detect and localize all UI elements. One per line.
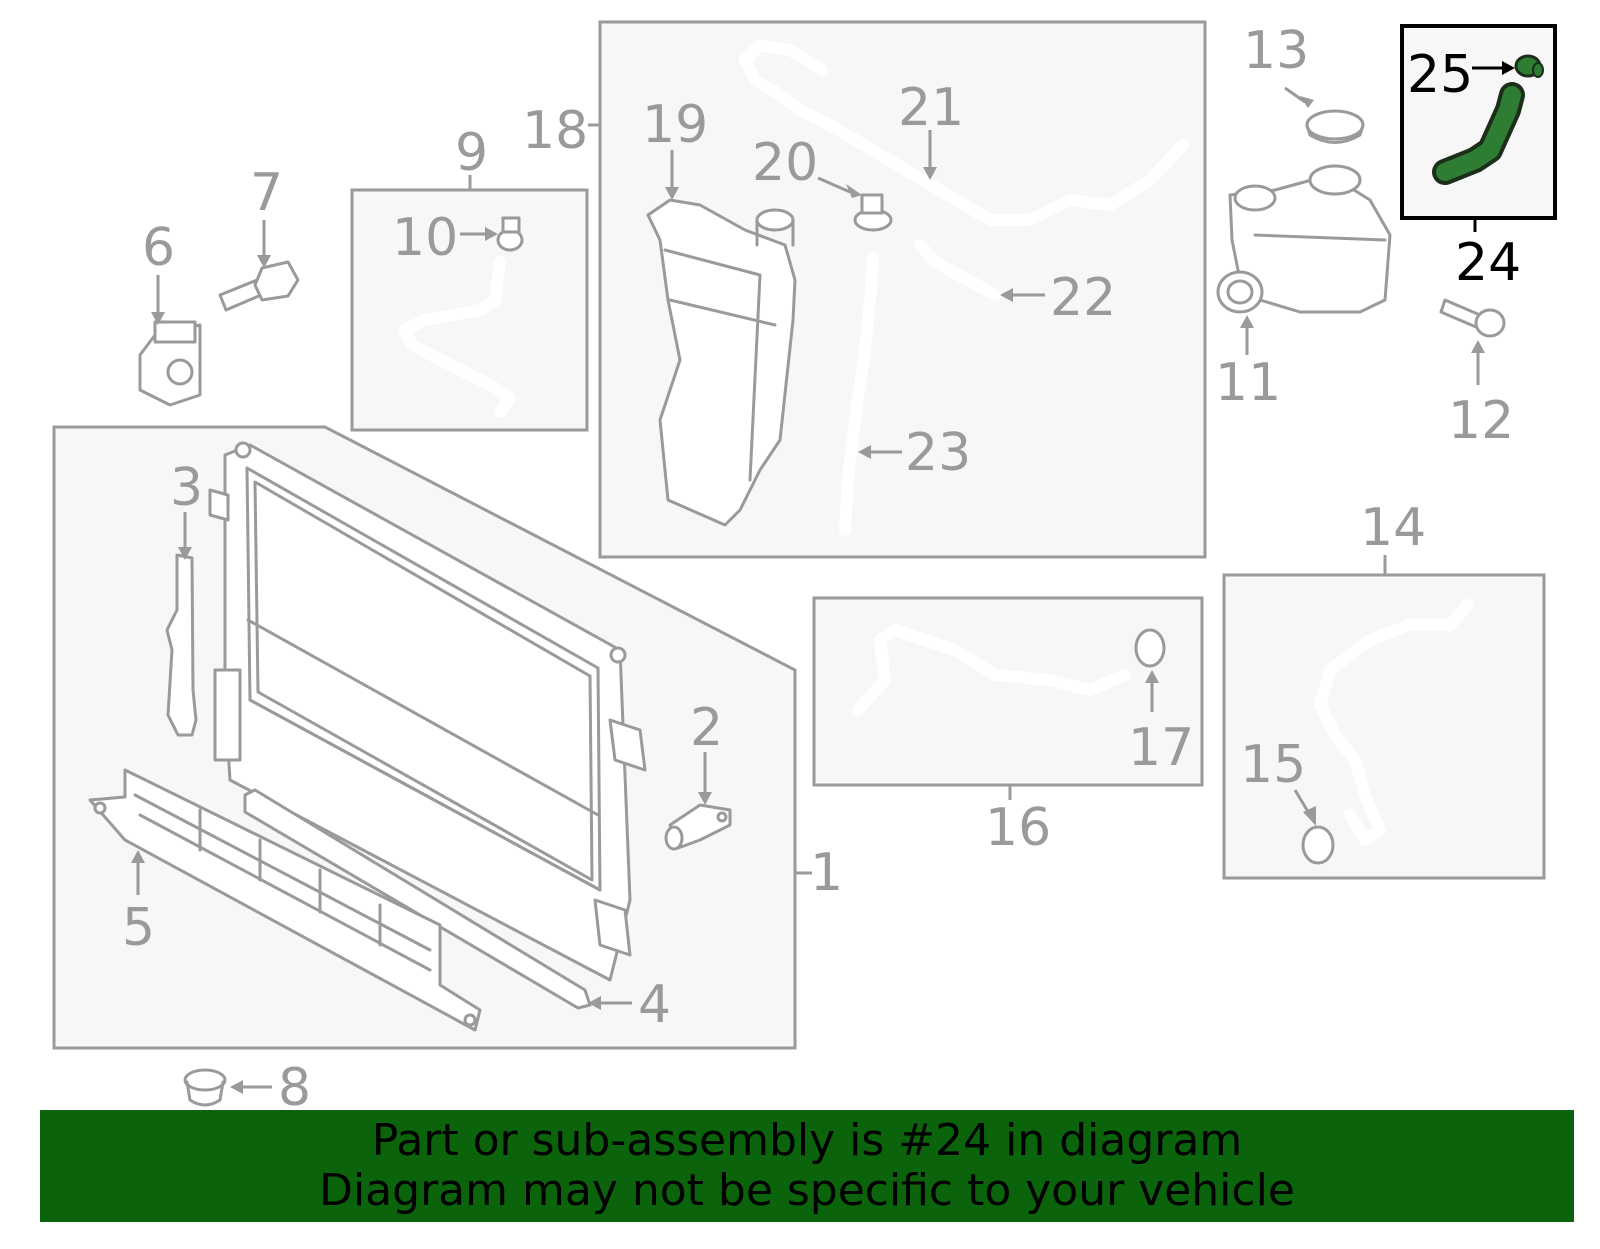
callout-19: 19 [642, 95, 708, 155]
callout-13: 13 [1243, 21, 1309, 81]
callout-10: 10 [392, 208, 458, 268]
bolt-7 [218, 260, 300, 312]
callout-2: 2 [690, 698, 723, 758]
clamp-20 [853, 193, 893, 232]
pump-11 [1216, 164, 1392, 314]
banner-line-2: Diagram may not be specific to your vehi… [319, 1165, 1295, 1216]
callout-4: 4 [638, 975, 671, 1035]
callout-16: 16 [985, 798, 1051, 858]
bolt-12 [1439, 298, 1506, 338]
callout-14: 14 [1360, 498, 1426, 558]
callout-1: 1 [810, 843, 843, 903]
callout-7: 7 [250, 163, 283, 223]
callout-8: 8 [278, 1058, 311, 1118]
hose-21 [739, 39, 1189, 226]
callout-17: 17 [1128, 718, 1194, 778]
callout-3: 3 [170, 458, 203, 518]
callout-11: 11 [1215, 353, 1281, 413]
seal-strip-4 [243, 788, 592, 1010]
bracket-6 [138, 320, 202, 407]
air-guard-5 [88, 768, 482, 1032]
leader-lines [131, 61, 1515, 1094]
callout-15: 15 [1240, 735, 1306, 795]
callout-18: 18 [522, 101, 588, 161]
hose-24-highlighted [1432, 82, 1525, 185]
callout-23: 23 [905, 423, 971, 483]
sensor-2 [664, 803, 732, 851]
box-hose-24 [1400, 24, 1557, 220]
callout-24: 24 [1455, 233, 1521, 293]
callout-6: 6 [142, 218, 175, 278]
clamp-25-highlighted [1514, 54, 1544, 78]
grommet-8 [183, 1068, 227, 1107]
callout-21: 21 [898, 78, 964, 138]
callout-9: 9 [455, 123, 488, 183]
info-banner: Part or sub-assembly is #24 in diagram D… [40, 1110, 1574, 1222]
clamp-17 [1134, 628, 1166, 668]
callout-25: 25 [1407, 45, 1473, 105]
callout-12: 12 [1448, 391, 1514, 451]
hose-22 [914, 239, 1001, 301]
reservoir-19 [646, 198, 797, 527]
clamp-10 [496, 216, 524, 252]
banner-line-1: Part or sub-assembly is #24 in diagram [371, 1115, 1243, 1166]
hose-23 [839, 252, 879, 536]
callout-20: 20 [752, 133, 818, 193]
hose-14 [1314, 599, 1474, 846]
cap-13 [1305, 109, 1365, 144]
callout-5: 5 [122, 898, 155, 958]
clamp-15 [1301, 825, 1335, 865]
radiator [208, 441, 647, 982]
hose-16 [852, 624, 1131, 716]
callout-22: 22 [1050, 268, 1116, 328]
bracket-3 [165, 553, 198, 737]
hose-9 [399, 256, 516, 418]
